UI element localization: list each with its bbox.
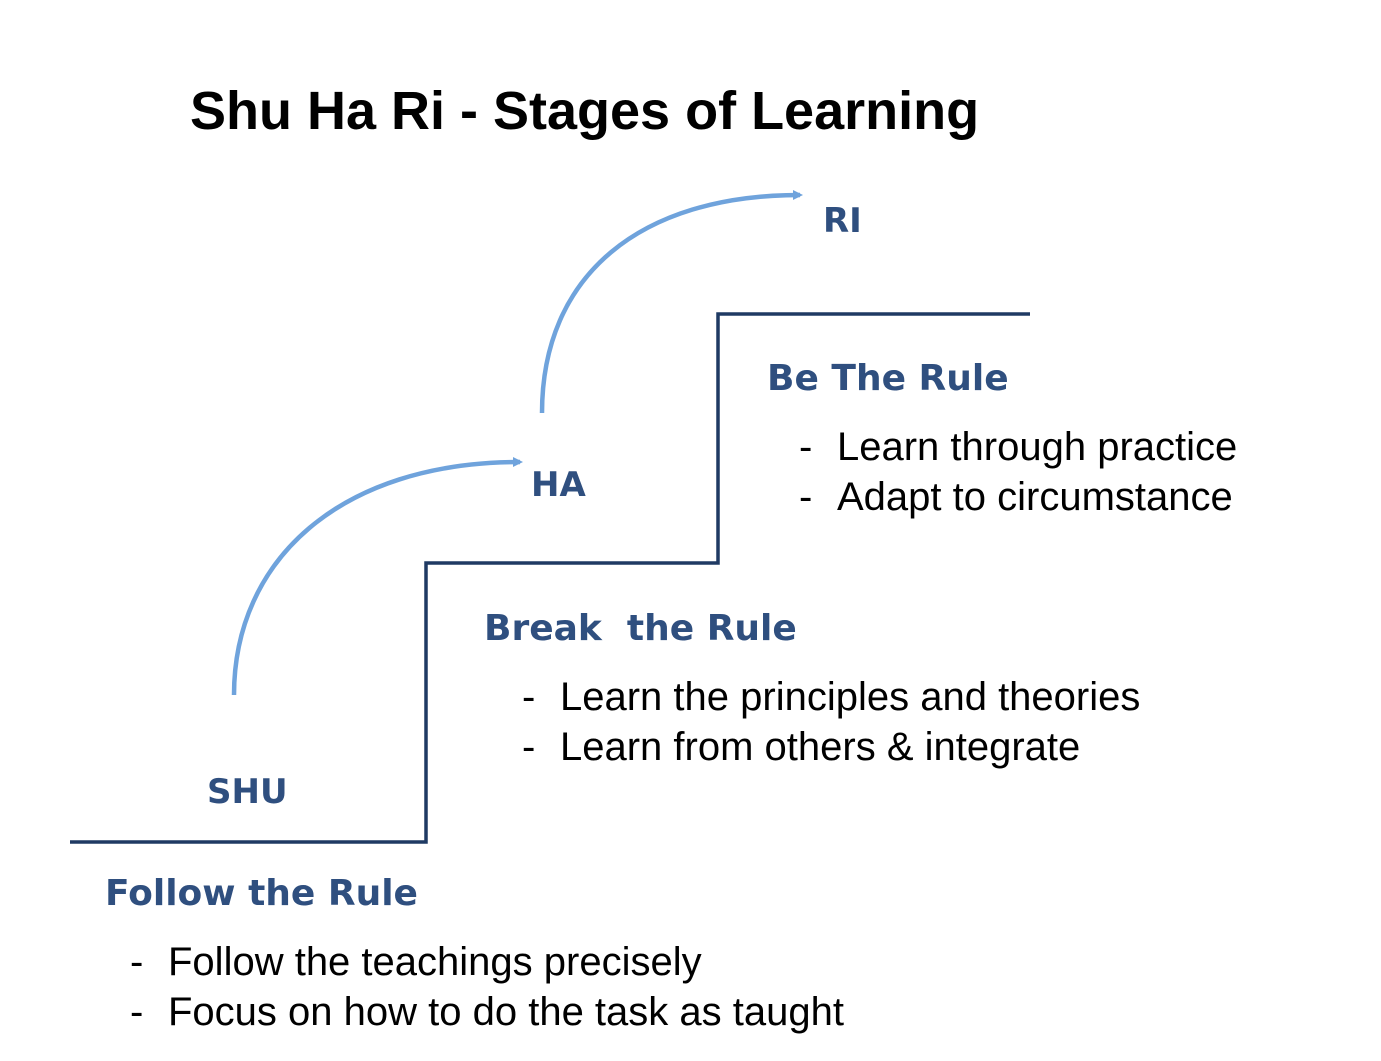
list-item: -Adapt to circumstance xyxy=(799,475,1233,519)
step-outline xyxy=(70,312,1030,844)
rule-heading-shu: Follow the Rule xyxy=(105,873,418,914)
list-item: -Learn through practice xyxy=(799,425,1238,469)
stage-name-ri: RI xyxy=(823,201,862,241)
arrow-ha-to-ri xyxy=(539,190,803,414)
page-title: Shu Ha Ri - Stages of Learning xyxy=(190,81,980,141)
bullet-list-shu: -Follow the teachings precisely -Focus o… xyxy=(130,937,844,1037)
rule-heading-ri: Be The Rule xyxy=(767,358,1009,399)
list-item: -Focus on how to do the task as taught xyxy=(130,990,844,1034)
list-item: -Learn from others & integrate xyxy=(522,725,1081,769)
bullet-list-ha: -Learn the principles and theories -Lear… xyxy=(522,672,1140,772)
step-shadows xyxy=(80,310,1025,850)
stage-name-shu: SHU xyxy=(207,772,288,812)
bullet-list-ri: -Learn through practice -Adapt to circum… xyxy=(799,422,1237,522)
rule-heading-ha: Break the Rule xyxy=(484,608,797,649)
arrow-shu-to-ha xyxy=(231,457,523,696)
stage-name-ha: HA xyxy=(531,465,586,505)
list-item: -Learn the principles and theories xyxy=(522,675,1141,719)
list-item: -Follow the teachings precisely xyxy=(130,940,702,984)
